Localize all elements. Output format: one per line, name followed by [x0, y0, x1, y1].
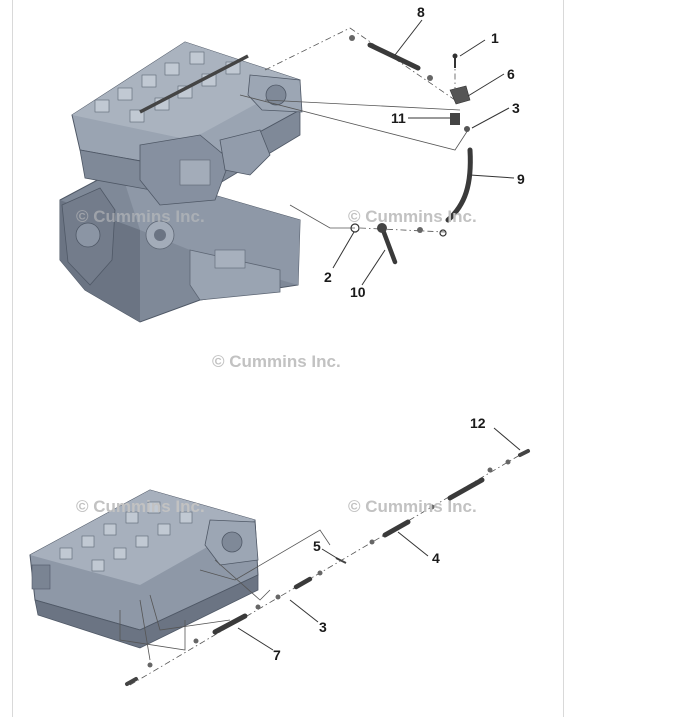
callout-4: 4	[432, 550, 440, 566]
callout-6: 6	[507, 66, 515, 82]
right-border	[563, 0, 564, 717]
part-rocker-shaft-long	[429, 477, 485, 510]
callout-9: 9	[517, 171, 525, 187]
part-9-tube	[445, 147, 473, 223]
callout-11: 11	[391, 110, 406, 126]
callout-1: 1	[491, 30, 499, 46]
watermark-5: © Cummins Inc.	[76, 207, 205, 226]
part-1-bolt	[452, 53, 458, 68]
part-3-nut-top	[464, 126, 470, 132]
cylinder-head-illustration	[29, 489, 259, 649]
watermark-3: © Cummins Inc.	[76, 497, 205, 516]
part-8-tube	[349, 35, 433, 81]
watermark-2: © Cummins Inc.	[212, 352, 341, 371]
callout-7: 7	[273, 647, 281, 663]
part-3-segment	[255, 570, 323, 610]
part-10-banjo-bolt	[377, 223, 447, 265]
callout-8: 8	[417, 4, 425, 20]
top-construction-lines	[239, 27, 469, 233]
callout-labels: 8 1 6 3 11 9 2 10 12 5 4 3 7	[273, 4, 525, 663]
callout-10: 10	[350, 284, 366, 300]
callout-3-bottom: 3	[319, 619, 327, 635]
part-7-shaft	[125, 613, 248, 686]
left-border	[12, 0, 13, 717]
top-leader-lines	[332, 19, 515, 286]
callout-2: 2	[324, 269, 332, 285]
part-12-shaft	[487, 449, 530, 473]
part-2-oring	[350, 223, 360, 233]
callout-5: 5	[313, 538, 321, 554]
watermark-1: © Cummins Inc.	[348, 207, 477, 226]
callout-12: 12	[470, 415, 486, 431]
part-4-shaft	[369, 519, 411, 545]
watermark-4: © Cummins Inc.	[348, 497, 477, 516]
part-6-bracket	[449, 85, 471, 105]
bottom-leader-lines	[237, 427, 521, 651]
engine-block-illustration	[59, 41, 303, 323]
part-11-fitting	[450, 113, 460, 125]
callout-3-top: 3	[512, 100, 520, 116]
watermarks: © Cummins Inc. © Cummins Inc. © Cummins …	[76, 207, 477, 516]
